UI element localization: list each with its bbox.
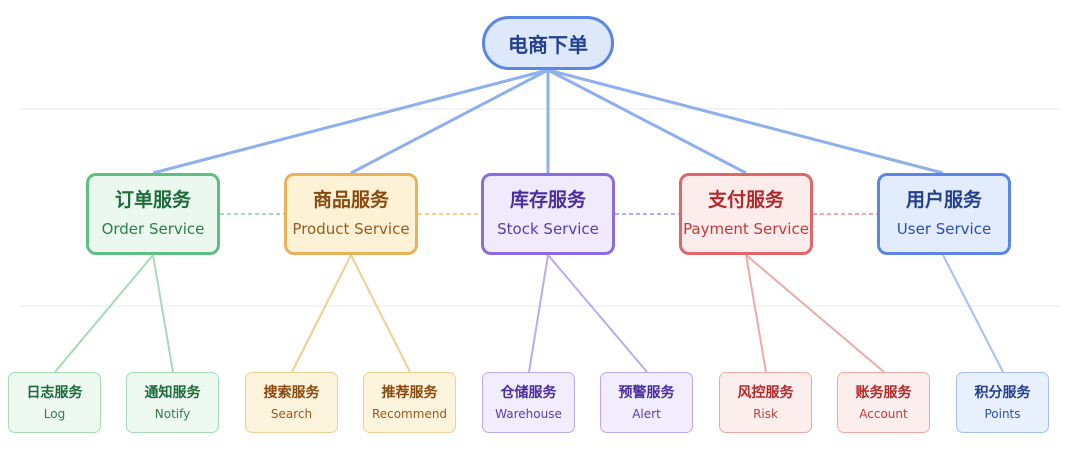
leaf-node-warehouse: 仓储服务 Warehouse [482, 372, 575, 433]
leaf-node-points: 积分服务 Points [956, 372, 1049, 433]
service-name-zh: 支付服务 [707, 189, 784, 211]
leaf-node-risk: 风控服务 Risk [719, 372, 812, 433]
edge-root-user [547, 68, 944, 175]
edge-payment-risk [745, 254, 767, 373]
leaf-name-zh: 推荐服务 [381, 384, 438, 401]
edge-root-product [350, 68, 549, 175]
service-name-en: User Service [896, 220, 992, 238]
edge-root-payment [547, 68, 747, 175]
service-node-user: 用户服务 User Service [877, 173, 1011, 255]
edge-payment-account [745, 254, 885, 373]
edge-root-order [152, 68, 549, 175]
service-name-zh: 商品服务 [312, 189, 389, 211]
edge-order-notify [152, 254, 174, 373]
root-label: 电商下单 [508, 32, 588, 57]
edge-stock-alert [547, 254, 648, 373]
service-name-zh: 订单服务 [114, 189, 191, 211]
edge-user-points [942, 254, 1004, 373]
leaf-name-zh: 风控服务 [737, 384, 794, 401]
leaf-name-zh: 账务服务 [855, 384, 912, 401]
leaf-name-en: Search [270, 406, 313, 421]
service-name-zh: 用户服务 [905, 189, 982, 211]
leaf-node-log: 日志服务 Log [8, 372, 101, 433]
leaf-name-en: Account [859, 406, 908, 421]
service-name-en: Payment Service [683, 220, 809, 238]
service-name-zh: 库存服务 [509, 189, 586, 211]
leaf-name-en: Risk [753, 406, 778, 421]
leaf-node-account: 账务服务 Account [837, 372, 930, 433]
root-node: 电商下单 [482, 16, 614, 70]
service-node-stock: 库存服务 Stock Service [481, 173, 615, 255]
leaf-name-en: Recommend [371, 406, 448, 421]
edge-stock-warehouse [528, 254, 549, 373]
service-node-order: 订单服务 Order Service [86, 173, 220, 255]
leaf-name-zh: 仓储服务 [500, 384, 557, 401]
leaf-name-en: Log [43, 406, 66, 421]
leaf-node-search: 搜索服务 Search [245, 372, 338, 433]
leaf-name-en: Warehouse [495, 406, 562, 421]
leaf-node-recommend: 推荐服务 Recommend [363, 372, 456, 433]
leaf-name-zh: 预警服务 [618, 384, 675, 401]
service-name-en: Product Service [292, 220, 410, 238]
service-node-product: 商品服务 Product Service [284, 173, 418, 255]
service-node-payment: 支付服务 Payment Service [679, 173, 813, 255]
leaf-name-zh: 搜索服务 [263, 384, 320, 401]
service-name-en: Order Service [101, 220, 205, 238]
leaf-node-alert: 预警服务 Alert [600, 372, 693, 433]
leaf-node-notify: 通知服务 Notify [126, 372, 219, 433]
edge-product-recommend [350, 254, 411, 373]
service-name-en: Stock Service [497, 220, 599, 238]
leaf-name-zh: 日志服务 [26, 384, 83, 401]
leaf-name-zh: 积分服务 [974, 384, 1031, 401]
leaf-name-en: Alert [632, 406, 661, 421]
leaf-name-en: Notify [154, 406, 191, 421]
leaf-name-zh: 通知服务 [144, 384, 201, 401]
leaf-name-en: Points [984, 406, 1021, 421]
edge-order-log [54, 254, 154, 373]
edge-product-search [291, 254, 352, 373]
